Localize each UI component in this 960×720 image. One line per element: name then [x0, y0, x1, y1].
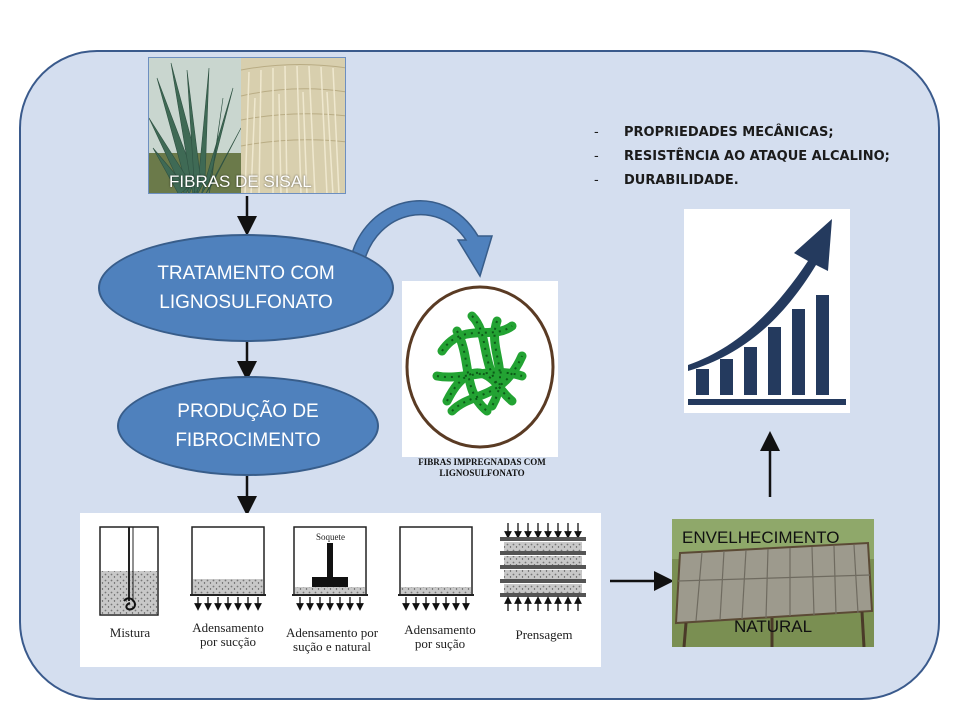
production-line2: FIBROCIMENTO	[175, 430, 321, 451]
step-prensagem-figure	[500, 523, 586, 611]
treatment-ellipse: TRATAMENTO COM LIGNOSULFONATO	[98, 234, 394, 342]
production-line1: PRODUÇÃO DE	[177, 401, 319, 422]
benefit-dash: -	[594, 172, 599, 188]
step-label-2-line1: Adensamento	[192, 620, 264, 635]
process-steps-image: Soquete Mistura Adensamento por sucção A…	[80, 513, 601, 667]
aging-label-line1: ENVELHECIMENTO	[682, 528, 840, 547]
benefit-item: - DURABILIDADE.	[594, 168, 934, 192]
impregnated-caption: FIBRAS IMPREGNADAS COM LIGNOSULFONATO	[392, 457, 572, 479]
benefit-text: RESISTÊNCIA AO ATAQUE ALCALINO;	[624, 148, 890, 164]
step-label-5: Prensagem	[496, 628, 592, 642]
step-label-4-line1: Adensamento	[404, 622, 476, 637]
curved-arrow	[349, 200, 494, 278]
impregnated-fibers-image	[402, 281, 558, 457]
sisal-label: FIBRAS DE SISAL	[169, 172, 312, 191]
production-ellipse: PRODUÇÃO DE FIBROCIMENTO	[117, 376, 379, 476]
benefit-text: PROPRIEDADES MECÂNICAS;	[624, 124, 834, 140]
step-label-3-line2: sução e natural	[293, 639, 371, 654]
aging-label-line2: NATURAL	[734, 617, 813, 636]
step-label-1: Mistura	[98, 626, 162, 640]
benefits-list: - PROPRIEDADES MECÂNICAS; - RESISTÊNCIA …	[594, 120, 934, 192]
step-label-4-line2: por sução	[414, 636, 466, 651]
benefit-text: DURABILIDADE.	[624, 172, 739, 188]
impregnated-caption-line1: FIBRAS IMPREGNADAS COM	[418, 457, 546, 467]
step-label-1-line1: Mistura	[109, 625, 151, 640]
step-sucao-figure	[398, 526, 474, 611]
growth-chart-icon	[684, 209, 850, 413]
sisal-photo: FIBRAS DE SISAL	[148, 57, 346, 194]
benefit-item: - PROPRIEDADES MECÂNICAS;	[594, 120, 934, 144]
step-succao-natural-figure	[292, 526, 368, 611]
step-label-3: Adensamento por sução e natural	[276, 626, 388, 654]
step-label-2: Adensamento por sucção	[180, 621, 276, 649]
step-label-4: Adensamento por sução	[392, 623, 488, 651]
treatment-line1: TRATAMENTO COM	[157, 263, 335, 284]
benefit-dash: -	[594, 148, 599, 164]
treatment-line2: LIGNOSULFONATO	[159, 292, 333, 313]
benefit-item: - RESISTÊNCIA AO ATAQUE ALCALINO;	[594, 144, 934, 168]
step-label-5-line1: Prensagem	[515, 627, 573, 642]
soquete-label: Soquete	[316, 532, 345, 542]
step-succao-figure	[190, 526, 266, 611]
benefit-dash: -	[594, 124, 599, 140]
step-mistura-figure	[99, 526, 159, 616]
aging-photo: ENVELHECIMENTO NATURAL	[672, 519, 874, 647]
impregnated-caption-line2: LIGNOSULFONATO	[439, 468, 525, 478]
step-label-3-line1: Adensamento por	[285, 625, 379, 640]
step-label-2-line2: por sucção	[200, 634, 256, 649]
